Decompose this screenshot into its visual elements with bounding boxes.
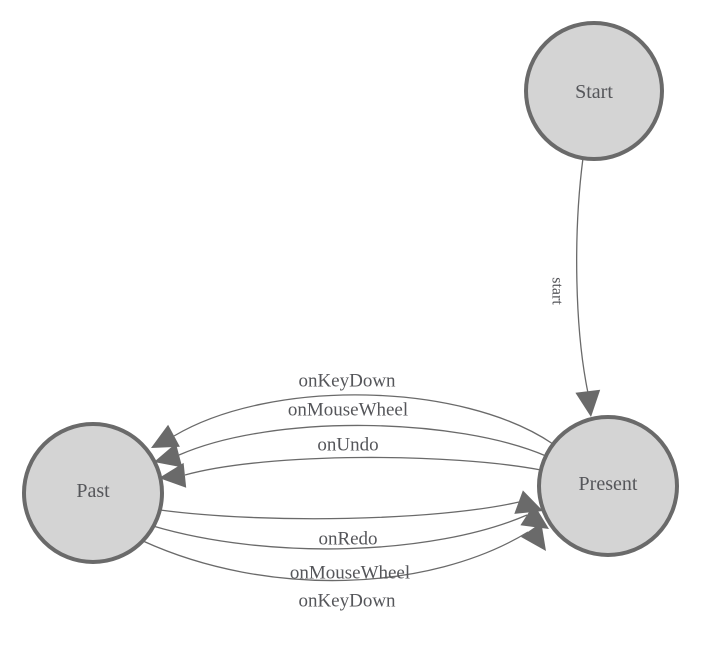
arrowhead-onmousewheel-to-present-icon (520, 504, 549, 529)
edge-label-onredo: onRedo (318, 529, 377, 550)
arrowhead-onmousewheel-to-past-icon (154, 443, 183, 468)
state-node-present[interactable]: Present (537, 415, 679, 557)
state-node-past-label: Past (76, 480, 110, 502)
arrowhead-onkeydown-to-present-icon (520, 522, 546, 551)
edge-label-onundo: onUndo (317, 435, 378, 456)
state-node-past-circle[interactable] (22, 422, 164, 564)
edge-label-start: start (548, 277, 565, 305)
edge-past-to-present-onkeydown (142, 531, 529, 582)
edge-past-to-present-onmousewheel (152, 514, 528, 550)
edge-start-to-present (576, 157, 589, 394)
edge-label-group: start onKeyDown onMouseWheel onUndo onRe… (288, 277, 566, 611)
state-node-past[interactable]: Past (22, 422, 164, 564)
state-node-start-label: Start (575, 81, 613, 103)
state-node-present-label: Present (579, 473, 638, 495)
arrowhead-onkeydown-to-past-icon (151, 424, 180, 448)
edge-label-onmousewheel-bottom: onMouseWheel (290, 563, 410, 584)
state-node-present-circle[interactable] (537, 415, 679, 557)
state-node-start-circle[interactable] (524, 21, 664, 161)
arrowhead-group (151, 389, 601, 551)
edge-group (142, 157, 589, 582)
arrowhead-start-to-present-icon (575, 389, 601, 417)
edge-past-to-present-onredo (159, 501, 520, 520)
state-node-start[interactable]: Start (524, 21, 664, 161)
edge-present-to-past-onundo (184, 456, 542, 476)
edge-present-to-past-onkeydown (173, 394, 554, 445)
edge-present-to-past-onmousewheel (178, 424, 547, 457)
edge-label-onkeydown-top: onKeyDown (298, 371, 396, 392)
edge-label-onmousewheel-top: onMouseWheel (288, 400, 408, 421)
arrowhead-onundo-to-past-icon (159, 462, 187, 488)
edge-label-onkeydown-bottom: onKeyDown (298, 591, 396, 612)
